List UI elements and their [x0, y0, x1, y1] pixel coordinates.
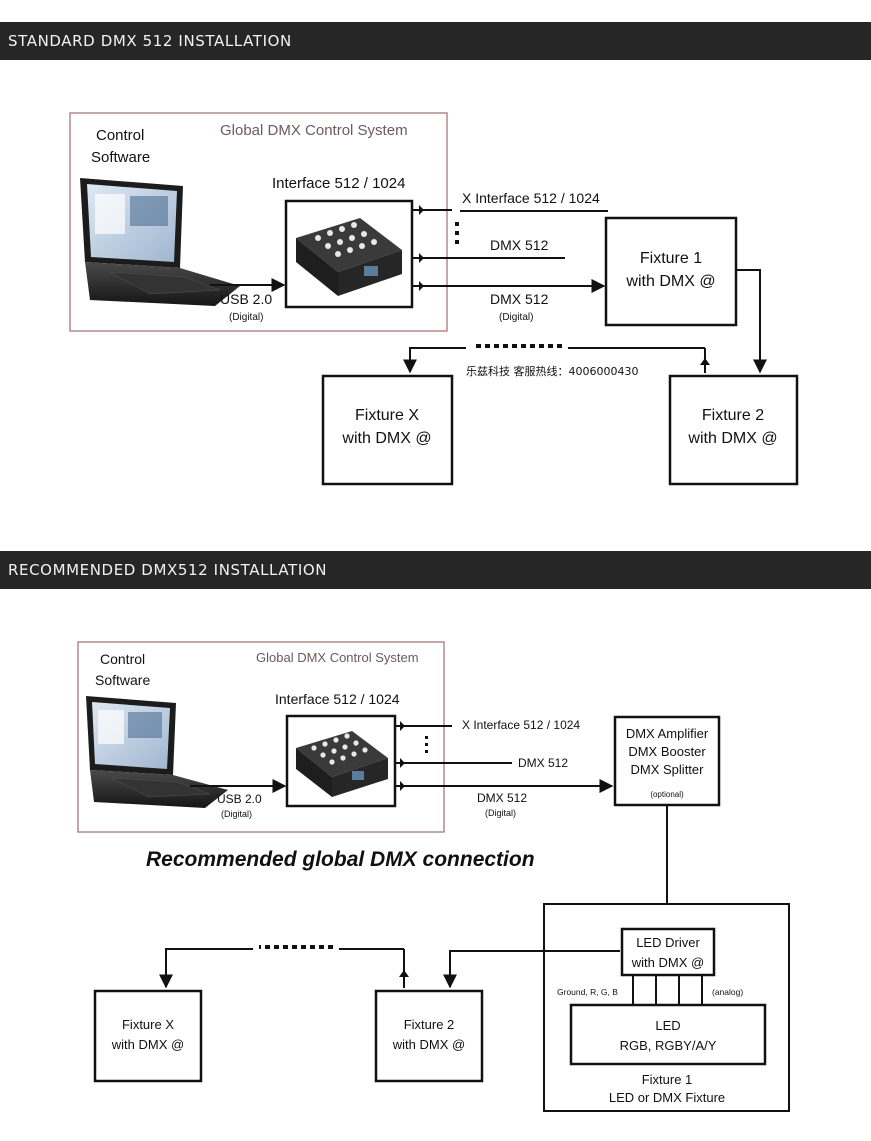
dmx-interface-icon	[296, 218, 402, 296]
fixture2-box	[668, 374, 799, 486]
system-label-2: Global DMX Control System	[256, 650, 419, 665]
x-interface-label: X Interface 512 / 1024	[462, 190, 600, 206]
section-header-recommended: RECOMMENDED DMX512 INSTALLATION	[0, 551, 871, 589]
amp-line2: DMX Booster	[628, 744, 706, 759]
software-label-line1: Control	[96, 127, 144, 144]
fixtureX-2-line1: Fixture X	[122, 1017, 174, 1032]
dmx-low-sublabel: (Digital)	[499, 312, 533, 323]
led-box	[569, 1003, 767, 1066]
vertical-ellipsis-1	[455, 222, 459, 244]
diagram-recommended: Global DMX Control System Control Softwa…	[77, 641, 790, 1112]
interface-label: Interface 512 / 1024	[272, 175, 405, 192]
software-label-2-line1: Control	[100, 651, 145, 667]
fixture2-box-2	[374, 989, 484, 1083]
led-driver-line1: LED Driver	[636, 935, 700, 950]
fixtureX-line1: Fixture X	[355, 407, 419, 424]
led-line1: LED	[655, 1018, 680, 1033]
software-label-2-line2: Software	[95, 672, 150, 688]
usb-sublabel: (Digital)	[229, 312, 263, 323]
diagram-standard: Global DMX Control System Control Softwa…	[69, 112, 799, 486]
control-system-box	[69, 112, 448, 332]
section-title-recommended: RECOMMENDED DMX512 INSTALLATION	[8, 561, 328, 579]
fixture1-line2: with DMX @	[625, 273, 715, 290]
fixture1-box	[604, 216, 738, 327]
fixture1-line1: Fixture 1	[640, 250, 702, 267]
dmx-low-sublabel-2: (Digital)	[485, 808, 516, 818]
dmx-label-low: DMX 512	[490, 291, 549, 307]
fixture1-2-line2: LED or DMX Fixture	[609, 1090, 725, 1105]
fixture2-2-line2: with DMX @	[392, 1037, 465, 1052]
software-label-line2: Software	[91, 149, 150, 166]
fixture2-2-line1: Fixture 2	[404, 1017, 455, 1032]
x-interface-label-2: X Interface 512 / 1024	[462, 718, 580, 732]
dmx-label-mid: DMX 512	[490, 237, 549, 253]
usb-label-2: USB 2.0	[217, 792, 262, 806]
ground-label: Ground, R, G, B	[557, 987, 618, 997]
dmx-interface-icon	[296, 731, 388, 797]
usb-label: USB 2.0	[220, 291, 272, 307]
amp-line3: DMX Splitter	[631, 762, 705, 777]
analog-label: (analog)	[712, 987, 743, 997]
recommended-caption: Recommended global DMX connection	[146, 848, 535, 871]
led-driver-box	[620, 927, 716, 977]
control-system-box-2	[77, 641, 445, 833]
fixtureX-box-2	[93, 989, 203, 1083]
vertical-ellipsis-2	[425, 736, 428, 753]
amplifier-box	[613, 715, 721, 807]
section-title-standard: STANDARD DMX 512 INSTALLATION	[8, 32, 292, 50]
led-driver-line2: with DMX @	[631, 955, 704, 970]
fixtureX-box	[321, 374, 454, 486]
laptop-icon	[80, 178, 240, 306]
laptop-icon	[86, 696, 228, 808]
hotline-text: 乐兹科技 客服热线：4006000430	[466, 364, 638, 378]
dmx-label-low-2: DMX 512	[477, 791, 527, 805]
amp-optional: (optional)	[650, 790, 684, 799]
fixture2-line1: Fixture 2	[702, 407, 764, 424]
amp-line1: DMX Amplifier	[626, 726, 709, 741]
interface-label-2: Interface 512 / 1024	[275, 691, 400, 707]
fixture1-2-line1: Fixture 1	[642, 1072, 693, 1087]
fixtureX-2-line2: with DMX @	[111, 1037, 184, 1052]
dmx-label-mid-2: DMX 512	[518, 756, 568, 770]
fixtureX-line2: with DMX @	[341, 430, 431, 447]
system-label: Global DMX Control System	[220, 122, 408, 139]
fixture2-line2: with DMX @	[687, 430, 777, 447]
usb-sublabel-2: (Digital)	[221, 809, 252, 819]
section-header-standard: STANDARD DMX 512 INSTALLATION	[0, 22, 871, 60]
led-line2: RGB, RGBY/A/Y	[620, 1038, 717, 1053]
